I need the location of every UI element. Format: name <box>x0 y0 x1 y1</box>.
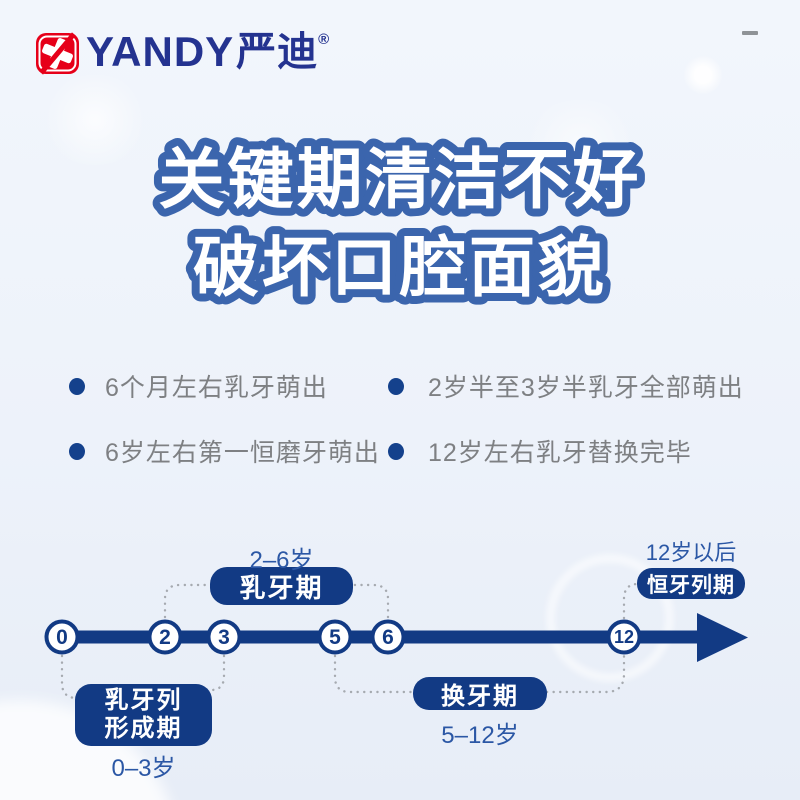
headline-line1-outline: 关键期清洁不好 <box>159 142 642 216</box>
age-node-12 <box>606 619 642 655</box>
headline-line2-outline: 破坏口腔面貌 <box>193 230 607 304</box>
connector-age12-to-replace-stage <box>545 654 626 694</box>
age-node-label: 12 <box>614 627 634 647</box>
milestone-text: 6个月左右乳牙萌出 <box>105 374 328 402</box>
connector-age6-to-primary-stage <box>351 583 390 619</box>
bullet-dot-icon <box>388 377 404 395</box>
milestone-text: 2岁半至3岁半乳牙全部萌出 <box>428 374 744 402</box>
arrow-head-icon <box>697 613 748 662</box>
age-node-label: 6 <box>382 626 394 649</box>
headline-line2: 破坏口腔面貌 <box>193 230 607 304</box>
milestone-item: 2岁半至3岁半乳牙全部萌出 <box>388 371 744 402</box>
stage-name-line2: 形成期 <box>104 715 183 742</box>
stage-range-tooth-replacement: 5–12岁 <box>441 722 519 749</box>
headline-line1: 关键期清洁不好 <box>159 142 642 216</box>
stage-range-primary-teeth: 2–6岁 <box>249 547 314 574</box>
age-node-0 <box>44 619 80 655</box>
age-node-5 <box>317 619 353 655</box>
milestone-item: 12岁左右乳牙替换完毕 <box>388 436 692 467</box>
stage-pill-primary-teeth: 乳牙期 <box>210 567 353 605</box>
brand-cross-icon <box>36 32 79 75</box>
age-node-label: 3 <box>218 626 230 649</box>
stage-name: 换牙期 <box>441 683 519 710</box>
milestone-item: 6个月左右乳牙萌出 <box>69 371 328 402</box>
registered-trademark-symbol: ® <box>318 31 331 48</box>
stage-pill-tooth-replacement: 换牙期 <box>413 677 547 710</box>
stage-pill-primary-formation: 乳牙列 形成期 <box>75 684 212 746</box>
stage-name: 乳牙期 <box>239 572 324 603</box>
connector-age3-to-formation-stage <box>209 654 226 692</box>
stage-range-primary-formation: 0–3岁 <box>111 755 176 782</box>
milestone-text: 12岁左右乳牙替换完毕 <box>428 439 692 467</box>
connector-age2-to-primary-stage <box>163 583 212 619</box>
brand-logo: YANDY 严迪 ® <box>35 30 330 75</box>
age-node-2 <box>147 619 183 655</box>
headline: 关键期清洁不好 关键期清洁不好 破坏口腔面貌 破坏口腔面貌 <box>151 134 647 312</box>
brand-name-latin: YANDY <box>86 28 235 75</box>
connector-age0-to-formation-stage <box>60 654 82 700</box>
milestone-text: 6岁左右第一恒磨牙萌出 <box>105 439 380 467</box>
connector-age12-to-permanent-stage <box>622 582 640 620</box>
age-node-3 <box>206 619 242 655</box>
age-timeline: 0 2 3 5 6 12 <box>44 582 748 700</box>
stage-range-permanent-dentition: 12岁以后 <box>645 540 737 565</box>
milestone-item: 6岁左右第一恒磨牙萌出 <box>69 436 380 467</box>
bullet-dot-icon <box>69 442 85 460</box>
bubble-top-right <box>684 56 722 94</box>
connector-age5-to-replace-stage <box>333 654 415 694</box>
age-node-label: 2 <box>159 626 171 649</box>
brand-name: YANDY 严迪 ® <box>86 28 331 75</box>
stage-name-line1: 乳牙列 <box>104 687 183 714</box>
age-node-label: 0 <box>56 626 68 649</box>
stage-name: 恒牙列期 <box>647 573 735 597</box>
brand-name-chinese: 严迪 <box>236 30 319 74</box>
bullet-dot-icon <box>388 442 404 460</box>
minus-dash <box>742 31 758 35</box>
age-node-6 <box>370 619 406 655</box>
bullet-dot-icon <box>69 377 85 395</box>
stage-pill-permanent-dentition: 恒牙列期 <box>637 568 745 599</box>
age-node-label: 5 <box>329 626 341 649</box>
